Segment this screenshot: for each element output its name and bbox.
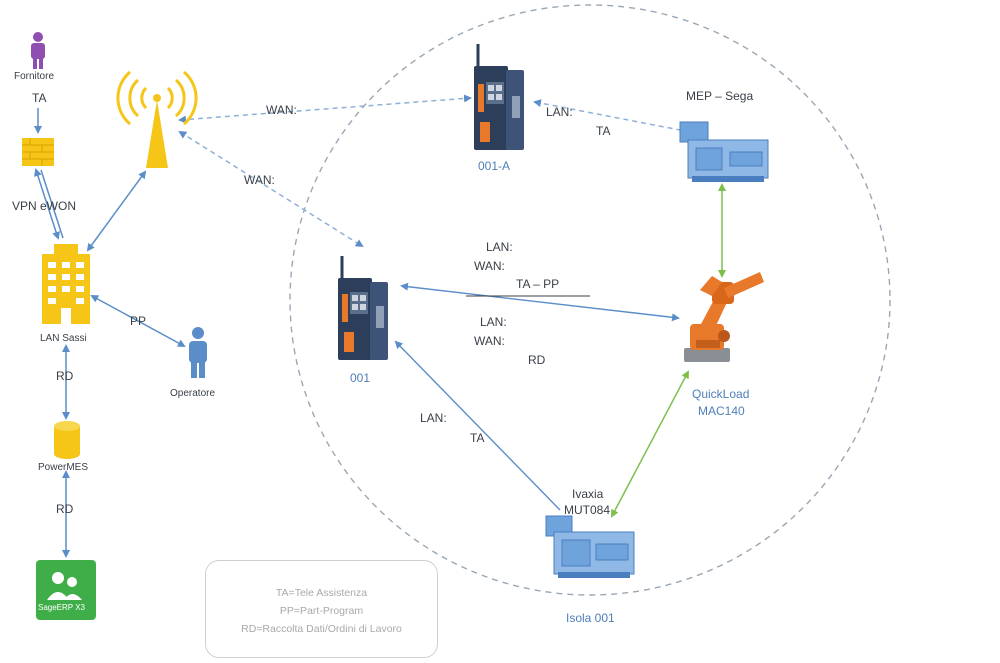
rd-label-2: RD <box>56 502 74 516</box>
link-firewall-building-1 <box>34 168 60 240</box>
machine-icon <box>545 515 635 578</box>
building-icon <box>42 244 90 324</box>
antenna-icon <box>116 70 198 168</box>
link-firewall-building-2 <box>40 169 64 239</box>
fornitore-label: Fornitore <box>14 71 55 82</box>
pp-left-label: PP <box>130 314 147 328</box>
mep-sega-label: MEP – Sega <box>686 89 754 103</box>
quickload-label-1: QuickLoad <box>692 387 750 401</box>
lan-sassi-label: LAN Sassi <box>40 333 87 344</box>
lan-mep-label: LAN: <box>546 105 573 119</box>
vpn-label: VPN eWON <box>12 199 77 213</box>
firewall-icon <box>22 138 54 166</box>
link-router001-robot <box>400 282 680 322</box>
router-001-label: 001 <box>350 371 371 385</box>
rd-center-label: RD <box>528 353 546 367</box>
sage-erp-icon <box>36 560 96 620</box>
wan-mid-label: WAN: <box>244 173 275 187</box>
link-router001-ivaxia <box>394 340 561 511</box>
machine-icon <box>679 121 769 182</box>
isola-label: Isola 001 <box>566 611 615 625</box>
link-wan-antenna-router-001 <box>178 130 364 248</box>
operator-icon <box>189 327 207 378</box>
lan-upper-label: LAN: <box>486 240 513 254</box>
powermes-label: PowerMES <box>38 462 89 473</box>
ta-left-label: TA <box>32 91 47 105</box>
operatore-label: Operatore <box>170 388 216 399</box>
link-robot-ivaxia <box>611 370 689 518</box>
link-wan-antenna-router-a <box>178 94 472 124</box>
ivaxia-label-2: MUT084 <box>564 503 611 517</box>
router-icon <box>474 44 524 150</box>
lan-bottom-label: LAN: <box>420 411 447 425</box>
ta-bottom-label: TA <box>470 431 485 445</box>
legend-line-2: PP=Part-Program <box>279 605 364 617</box>
sage-label: SageERP X3 <box>38 603 85 612</box>
rd-label-1: RD <box>56 369 74 383</box>
link-building-operatore <box>90 295 186 347</box>
person-icon <box>31 32 45 69</box>
ta-pp-label: TA – PP <box>516 277 560 291</box>
isola-boundary <box>289 4 891 596</box>
router-icon <box>338 256 388 360</box>
quickload-label-2: MAC140 <box>698 404 745 418</box>
link-antenna-building <box>86 170 147 252</box>
ta-mep-label: TA <box>596 124 611 138</box>
robot-icon <box>684 272 764 362</box>
wan-lower-label: WAN: <box>474 334 505 348</box>
ivaxia-label-1: Ivaxia <box>572 487 604 501</box>
legend-box: TA=Tele Assistenza PP=Part-Program RD=Ra… <box>205 560 438 658</box>
legend-line-3: RD=Raccolta Dati/Ordini di Lavoro <box>241 623 402 635</box>
database-icon <box>54 421 80 459</box>
wan-upper-label: WAN: <box>474 259 505 273</box>
router-a-label: 001-A <box>478 159 511 173</box>
link-lan-mep-router-a <box>533 99 681 131</box>
lan-lower-label: LAN: <box>480 315 507 329</box>
wan-top-label: WAN: <box>266 103 297 117</box>
legend-line-1: TA=Tele Assistenza <box>275 587 368 599</box>
